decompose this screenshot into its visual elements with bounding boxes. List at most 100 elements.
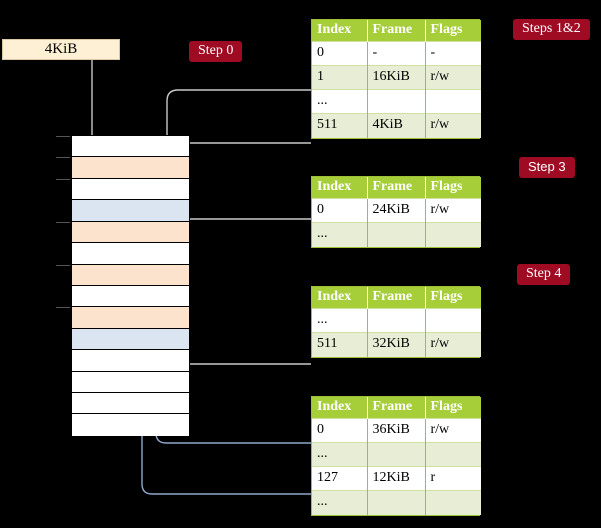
column-header-index: Index [312, 20, 368, 42]
memory-row-tick [56, 307, 70, 309]
column-header-frame: Frame [367, 397, 426, 419]
memory-frame-row [72, 307, 189, 329]
column-header-flags: Flags [425, 177, 481, 199]
table-row: ... [312, 442, 481, 467]
table-row: ... [312, 222, 481, 247]
table-cell: 16KiB [367, 65, 426, 90]
table-cell: r/w [425, 418, 481, 443]
table-cell: ... [312, 222, 368, 247]
memory-row-tick [56, 221, 70, 223]
table-cell [425, 490, 481, 515]
table-row: ... [312, 308, 481, 333]
column-header-frame: Frame [367, 20, 426, 42]
memory-frame-row [72, 393, 189, 415]
column-header-index: Index [312, 287, 368, 309]
memory-row-tick [56, 136, 70, 137]
column-header-frame: Frame [367, 287, 426, 309]
table-cell: ... [312, 442, 368, 467]
table-cell [425, 89, 481, 114]
physical-memory-column [56, 135, 190, 436]
table-cell: ... [312, 490, 368, 515]
badge-step-3: Step 3 [519, 157, 575, 178]
memory-frame-row [72, 243, 189, 265]
table-cell: - [367, 41, 426, 66]
table-cell: 127 [312, 466, 368, 491]
table-cell: 1 [312, 65, 368, 90]
table-cell: r/w [425, 332, 481, 357]
table-row: ... [312, 490, 481, 515]
source-frame-label: 4KiB [44, 41, 78, 57]
table-cell [367, 308, 426, 333]
table-cell: 0 [312, 41, 368, 66]
table-cell: 12KiB [367, 466, 426, 491]
table-cell: 32KiB [367, 332, 426, 357]
wire-step12-table1-row511 [173, 142, 311, 256]
table-cell: 511 [312, 332, 368, 357]
table-row: ... [312, 89, 481, 114]
memory-frame-row [72, 200, 189, 222]
badge-steps-1-2: Steps 1&2 [513, 19, 590, 40]
column-header-frame: Frame [367, 177, 426, 199]
memory-frame-row [72, 136, 189, 158]
table-cell: 24KiB [367, 198, 426, 223]
column-header-flags: Flags [425, 20, 481, 42]
column-header-flags: Flags [425, 287, 481, 309]
wire-step12-table1-row1 [166, 89, 311, 152]
table-cell: r/w [425, 113, 481, 138]
memory-frame-row [72, 157, 189, 179]
column-header-index: Index [312, 397, 368, 419]
table-cell: 0 [312, 418, 368, 443]
memory-frame-row [72, 350, 189, 372]
wire-step3-table2-row0 [178, 218, 311, 277]
table-cell: 511 [312, 113, 368, 138]
badge-step-0: Step 0 [189, 41, 243, 62]
table-row: 0-- [312, 41, 481, 66]
table-cell: 4KiB [367, 113, 426, 138]
memory-frame-row [72, 328, 189, 351]
table-cell [367, 222, 426, 247]
table-cell: r/w [425, 198, 481, 223]
table-cell [367, 490, 426, 515]
table-cell: ... [312, 308, 368, 333]
column-header-flags: Flags [425, 397, 481, 419]
badge-step-4: Step 4 [517, 264, 571, 285]
table-cell: r [425, 466, 481, 491]
memory-row-tick [56, 264, 70, 266]
table-cell [367, 442, 426, 467]
table-cell [425, 222, 481, 247]
memory-row-tick [56, 178, 70, 180]
table-cell: r/w [425, 65, 481, 90]
memory-row-tick [56, 157, 70, 159]
table-cell [425, 442, 481, 467]
memory-frame-row [72, 221, 189, 244]
wire-step4-table3-row511 [172, 314, 311, 365]
table-cell: 0 [312, 198, 368, 223]
table-cell [425, 308, 481, 333]
memory-frame-row [72, 414, 189, 436]
column-header-index: Index [312, 177, 368, 199]
memory-frame-row [72, 264, 189, 286]
table-cell: ... [312, 89, 368, 114]
table-cell [367, 89, 426, 114]
memory-frame-row [72, 371, 189, 394]
memory-frame-row [72, 285, 189, 308]
source-frame-box: 4KiB [2, 39, 120, 60]
memory-frame-row [72, 178, 189, 201]
wire-table4-row127-to-frame [134, 198, 311, 495]
table-cell: - [425, 41, 481, 66]
